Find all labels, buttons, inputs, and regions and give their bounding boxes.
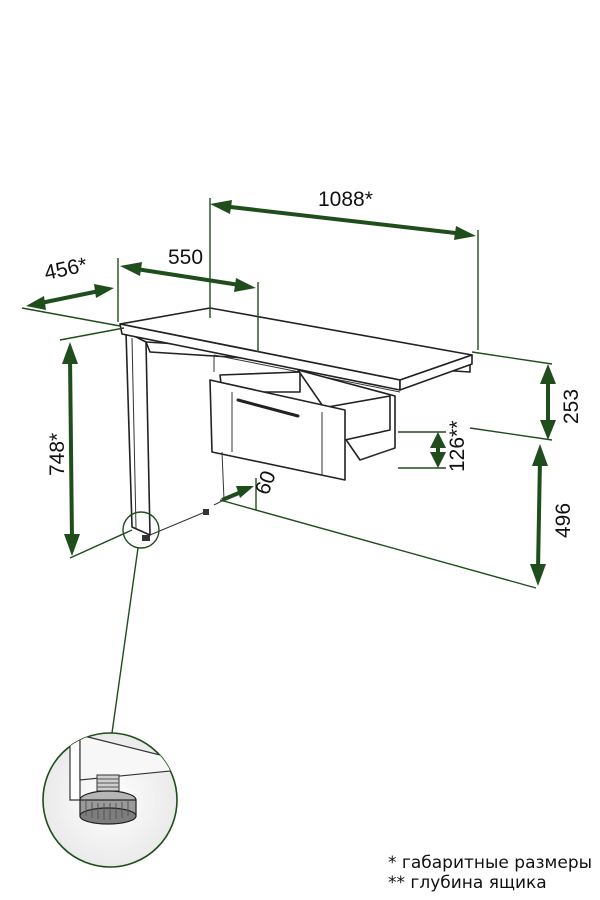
drawer-handle <box>236 398 300 418</box>
desk-leg <box>213 451 225 506</box>
extension-lines <box>21 198 553 589</box>
detail-leader-line <box>111 547 139 734</box>
dim-depth: 456* <box>26 253 114 310</box>
dim-leg-offset: 60 <box>221 468 281 502</box>
dim-section: 550 <box>120 246 256 292</box>
label-drawer-depth: 126** <box>446 421 469 472</box>
side-panel-edge <box>131 337 137 529</box>
dim-height: 748* <box>46 342 80 556</box>
leg-foot <box>203 509 209 515</box>
detail-marker-circle <box>122 511 160 549</box>
dim-drawer-depth: 126** <box>430 421 469 472</box>
housing-bottom <box>359 447 396 461</box>
detail-panel-bottom <box>79 734 177 781</box>
adjustable-foot-detail <box>42 732 178 868</box>
dim-width: 1088* <box>210 188 476 240</box>
footnote-overall-dimensions: * габаритные размеры <box>388 853 593 873</box>
label-knee-height: 496 <box>552 503 575 538</box>
drawer-front-panel <box>209 379 346 481</box>
label-section: 550 <box>168 246 203 269</box>
dim-knee-height: 496 <box>530 444 575 586</box>
label-height: 748* <box>46 433 69 476</box>
leg-foot <box>142 535 150 541</box>
label-depth: 456* <box>42 253 89 284</box>
dim-drawer-front: 253 <box>540 364 583 440</box>
desk-illustration <box>111 307 473 734</box>
label-drawer-front: 253 <box>560 389 583 424</box>
desk-side-panel <box>125 331 151 536</box>
label-width: 1088* <box>318 188 373 211</box>
footnote-drawer-depth: ** глубина ящика <box>388 873 547 893</box>
desk-top-side-edge <box>399 354 473 391</box>
